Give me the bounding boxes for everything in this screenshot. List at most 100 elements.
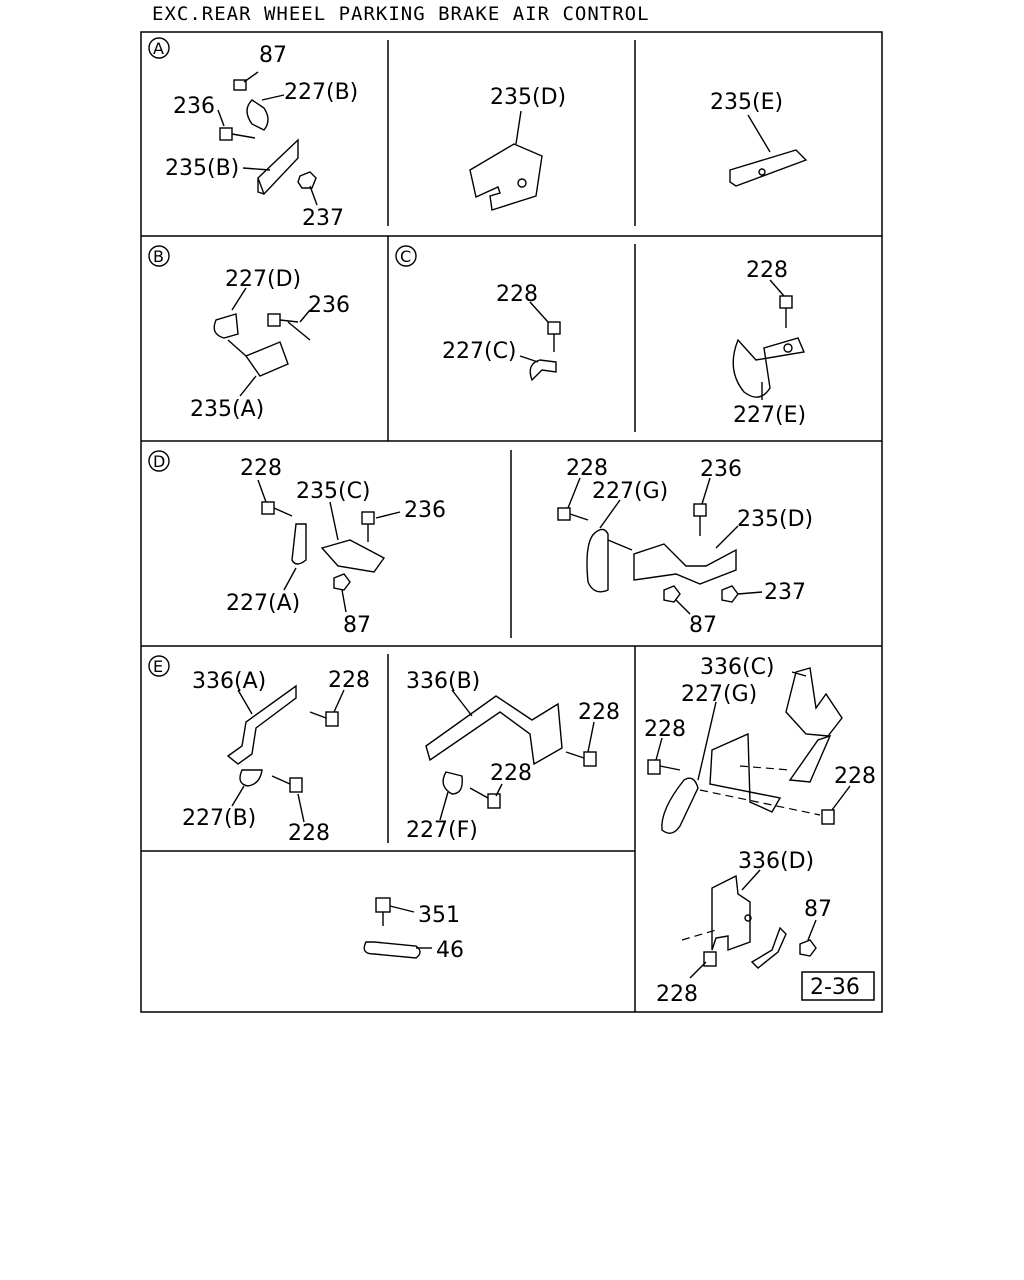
bolt-head-part [583, 751, 597, 767]
clip-part [291, 523, 307, 565]
bracket-part [244, 341, 289, 377]
grid-frame [140, 31, 883, 1013]
callout-236: 236 [308, 293, 350, 318]
callout-227f: 227(F) [406, 818, 478, 843]
nut-part [721, 585, 739, 603]
callout-228: 228 [834, 764, 876, 789]
nut-part [233, 79, 247, 91]
plate-part [729, 149, 808, 187]
callout-227d: 227(D) [225, 267, 301, 292]
bolt-head-part [361, 511, 375, 525]
callout-228: 228 [496, 282, 538, 307]
callout-236: 236 [700, 457, 742, 482]
assembly-d2: 228 227(G) 236 235(D) 237 87 [557, 456, 813, 638]
plate-part [788, 734, 832, 783]
callout-237: 237 [764, 580, 806, 605]
callout-336b: 336(B) [406, 669, 480, 694]
section-letter-b: B [153, 247, 164, 266]
bracket-part [711, 874, 751, 951]
callout-227a: 227(A) [226, 591, 300, 616]
clip-part [661, 777, 699, 834]
callout-228: 228 [566, 456, 608, 481]
bracket-part [709, 732, 782, 813]
section-marker-c: C [395, 245, 417, 267]
bolt-head-part [693, 503, 707, 517]
callout-87: 87 [689, 613, 717, 638]
clip-part [586, 528, 609, 593]
bolt-head-part [821, 809, 835, 825]
clip-part [750, 926, 787, 969]
bolt-head-part [779, 295, 793, 309]
section-letter-a: A [153, 39, 164, 58]
callout-236: 236 [404, 498, 446, 523]
page-reference-label: 2-36 [810, 975, 860, 1000]
callout-228: 228 [240, 456, 282, 481]
bolt-head-part [219, 127, 233, 141]
callout-228: 228 [644, 717, 686, 742]
bracket-part [257, 138, 299, 196]
assembly-a3: 235(E) [710, 90, 808, 187]
callout-87: 87 [343, 613, 371, 638]
assembly-e1: 336(A) 228 227(B) 228 [182, 668, 370, 846]
clip-part [732, 337, 805, 398]
callout-227e: 227(E) [733, 403, 806, 428]
assembly-e3: 336(C) 227(G) 228 228 [644, 655, 876, 834]
bolt-head-part [261, 501, 275, 515]
clip-part [246, 99, 269, 131]
bracket-part [226, 684, 297, 765]
callout-235d: 235(D) [737, 507, 813, 532]
nut-part [333, 573, 351, 591]
section-letter-d: D [153, 452, 165, 471]
callout-236: 236 [173, 94, 215, 119]
assembly-d1: 228 235(C) 236 227(A) 87 [226, 456, 446, 638]
bolt-head-part [375, 897, 391, 913]
callout-227g: 227(G) [681, 682, 757, 707]
bracket-part [425, 695, 563, 766]
bolt-head-part [703, 951, 717, 967]
nut-part [799, 939, 817, 957]
bolt-head-part [325, 711, 339, 727]
section-letter-c: C [400, 247, 411, 266]
assembly-e2: 336(B) 228 228 227(F) [406, 669, 620, 843]
callout-228: 228 [490, 761, 532, 786]
diagram-title: EXC.REAR WHEEL PARKING BRAKE AIR CONTROL [152, 3, 650, 25]
clip-part [529, 359, 557, 382]
assembly-f: 351 46 [363, 897, 464, 963]
callout-227g: 227(G) [592, 479, 668, 504]
assembly-g: 336(D) 87 228 [656, 849, 832, 1007]
section-marker-b: B [148, 245, 170, 267]
callout-228: 228 [578, 700, 620, 725]
clip-part [442, 771, 463, 795]
page-reference[interactable]: 2-36 [801, 971, 875, 1001]
callout-87: 87 [804, 897, 832, 922]
callout-237: 237 [302, 206, 344, 231]
assembly-a2: 235(D) [469, 85, 566, 211]
nut-part [663, 585, 681, 603]
callout-227b: 227(B) [182, 806, 256, 831]
bolt-head-part [547, 321, 561, 335]
bracket-part [469, 143, 543, 211]
section-marker-e: E [148, 655, 170, 677]
bolt-head-part [267, 313, 281, 327]
assembly-a1: 87 227(B) 236 235(B) 237 [165, 43, 358, 231]
section-marker-a: A [148, 37, 170, 59]
clamp-part [363, 941, 421, 959]
callout-235c: 235(C) [296, 479, 371, 504]
callout-228: 228 [288, 821, 330, 846]
callout-228: 228 [656, 982, 698, 1007]
bolt-head-part [647, 759, 661, 775]
section-marker-d: D [148, 450, 170, 472]
assembly-c1: 228 227(C) [442, 282, 561, 382]
callout-87: 87 [259, 43, 287, 68]
callout-235d: 235(D) [490, 85, 566, 110]
clip-part [239, 769, 263, 787]
callout-336c: 336(C) [700, 655, 775, 680]
bolt-head-part [557, 507, 571, 521]
bracket-part [320, 539, 386, 573]
assembly-c2: 228 227(E) [732, 258, 806, 428]
callout-336a: 336(A) [192, 669, 266, 694]
callout-227b: 227(B) [284, 80, 358, 105]
nut-part [297, 171, 317, 189]
bolt-head-part [289, 777, 303, 793]
